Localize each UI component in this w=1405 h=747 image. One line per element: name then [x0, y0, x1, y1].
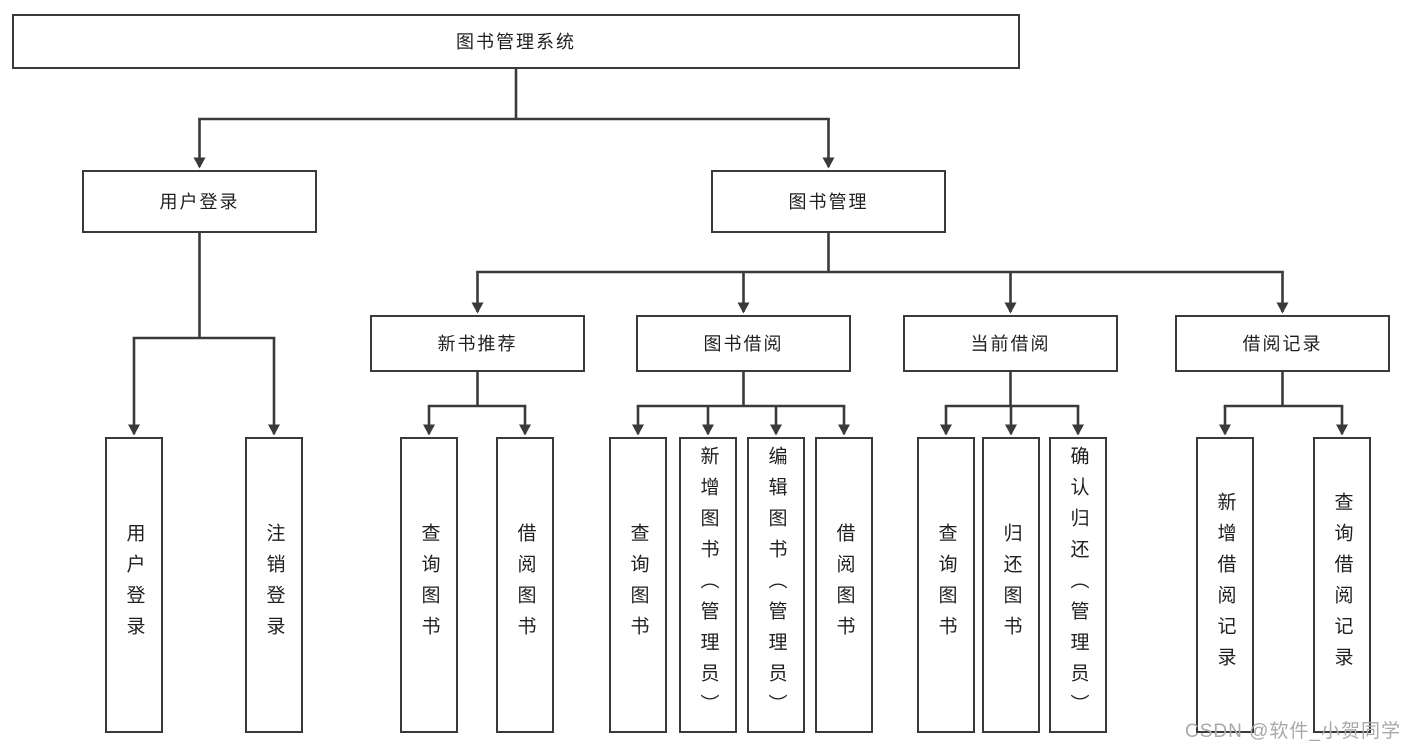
node-user-login-leaf: 用户登录: [105, 437, 163, 733]
leaf-label: 注销登录: [263, 523, 285, 647]
node-current-borrow: 当前借阅: [903, 315, 1118, 372]
leaf-label: 查询图书: [627, 523, 649, 647]
leaf-label: 借阅图书: [514, 523, 536, 647]
node-book-management: 图书管理: [711, 170, 946, 233]
node-add-book-admin: 新增图书（管理员）: [679, 437, 737, 733]
node-borrow-books-recommend: 借阅图书: [496, 437, 554, 733]
leaf-label: 编辑图书（管理员）: [765, 445, 787, 725]
node-query-books-borrow: 查询图书: [609, 437, 667, 733]
csdn-watermark: CSDN @软件_小贺同学: [1185, 721, 1401, 742]
node-add-borrow-record: 新增借阅记录: [1196, 437, 1254, 733]
node-confirm-return-admin: 确认归还（管理员）: [1049, 437, 1107, 733]
node-query-books-current: 查询图书: [917, 437, 975, 733]
node-user-login: 用户登录: [82, 170, 317, 233]
leaf-label: 查询图书: [418, 523, 440, 647]
leaf-label: 新增图书（管理员）: [697, 445, 719, 725]
node-borrow-records: 借阅记录: [1175, 315, 1390, 372]
leaf-label: 查询图书: [935, 523, 957, 647]
node-logout: 注销登录: [245, 437, 303, 733]
node-query-borrow-record: 查询借阅记录: [1313, 437, 1371, 733]
node-edit-book-admin: 编辑图书（管理员）: [747, 437, 805, 733]
node-query-books-recommend: 查询图书: [400, 437, 458, 733]
node-new-book-recommend: 新书推荐: [370, 315, 585, 372]
node-root-library-system: 图书管理系统: [12, 14, 1020, 69]
leaf-label: 用户登录: [123, 523, 145, 647]
leaf-label: 归还图书: [1000, 523, 1022, 647]
leaf-label: 新增借阅记录: [1214, 492, 1236, 678]
leaf-label: 查询借阅记录: [1331, 492, 1353, 678]
node-borrow-books-leaf: 借阅图书: [815, 437, 873, 733]
node-book-borrow: 图书借阅: [636, 315, 851, 372]
leaf-label: 确认归还（管理员）: [1067, 445, 1089, 725]
leaf-label: 借阅图书: [833, 523, 855, 647]
node-return-book: 归还图书: [982, 437, 1040, 733]
